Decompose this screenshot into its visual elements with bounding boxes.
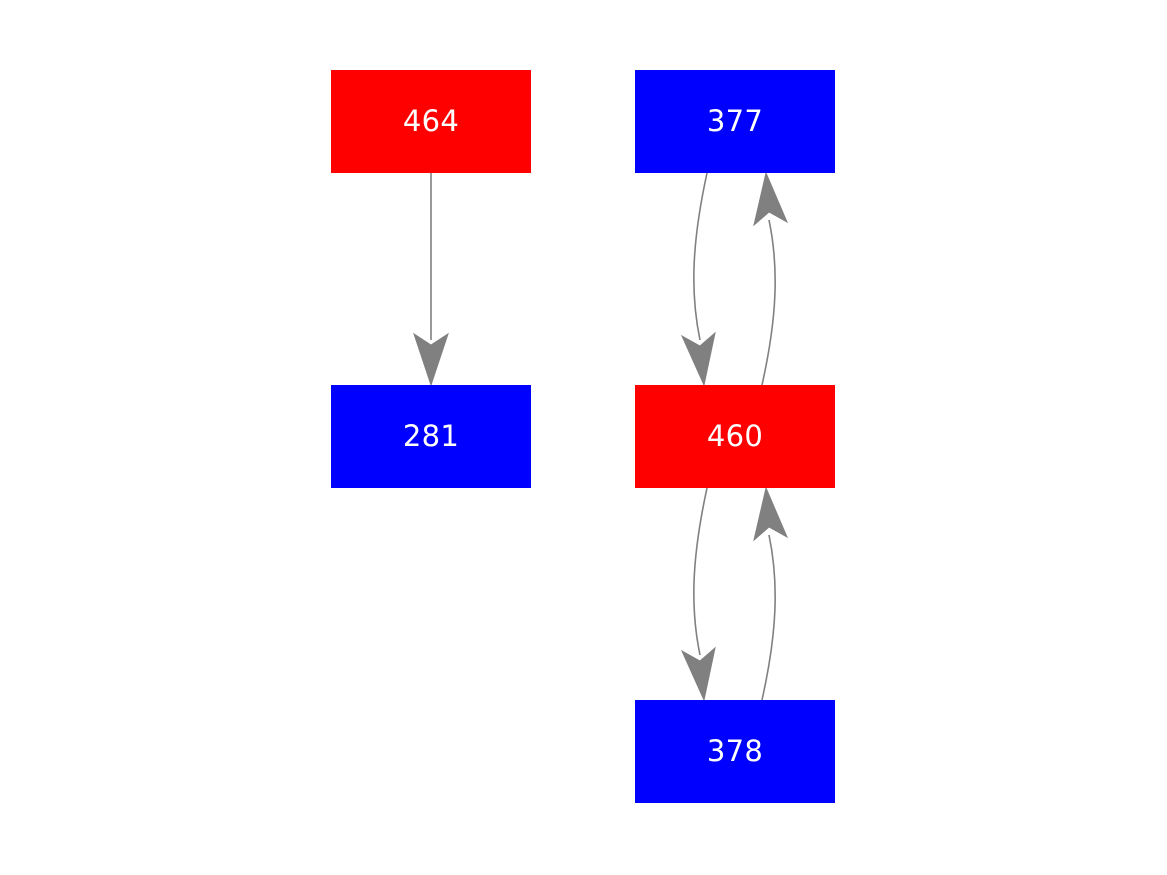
edge-460-to-377 bbox=[753, 171, 789, 386]
edge-line bbox=[761, 534, 776, 701]
graph-node-label: 377 bbox=[706, 104, 764, 138]
edge-line bbox=[761, 219, 776, 386]
graph-node-281[interactable]: 281 bbox=[331, 385, 531, 488]
edge-460-to-378 bbox=[680, 487, 716, 702]
arrowhead-icon bbox=[680, 331, 716, 387]
edge-377-to-460 bbox=[680, 172, 716, 387]
arrowhead-icon bbox=[753, 486, 789, 542]
graph-node-460[interactable]: 460 bbox=[635, 385, 835, 488]
graph-node-464[interactable]: 464 bbox=[331, 70, 531, 173]
graph-node-label: 378 bbox=[706, 734, 764, 768]
arrowhead-icon bbox=[680, 646, 716, 702]
graph-node-label: 281 bbox=[402, 419, 460, 453]
edge-line bbox=[693, 172, 708, 341]
edge-378-to-460 bbox=[753, 486, 789, 701]
arrowhead-icon bbox=[413, 332, 449, 387]
graph-node-label: 464 bbox=[402, 104, 460, 138]
arrowhead-icon bbox=[753, 171, 789, 227]
graph-node-label: 460 bbox=[706, 419, 764, 453]
edge-line bbox=[693, 487, 708, 656]
graph-node-377[interactable]: 377 bbox=[635, 70, 835, 173]
graph-node-378[interactable]: 378 bbox=[635, 700, 835, 803]
edge-464-to-281 bbox=[413, 173, 449, 387]
